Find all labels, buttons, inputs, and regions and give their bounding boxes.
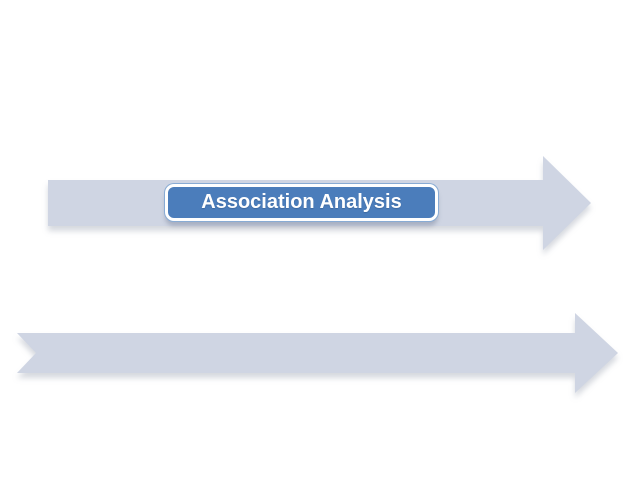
notched-right-arrow-bottom bbox=[17, 313, 618, 393]
association-analysis-label: Association Analysis bbox=[165, 184, 438, 221]
association-analysis-label-text: Association Analysis bbox=[201, 191, 402, 213]
